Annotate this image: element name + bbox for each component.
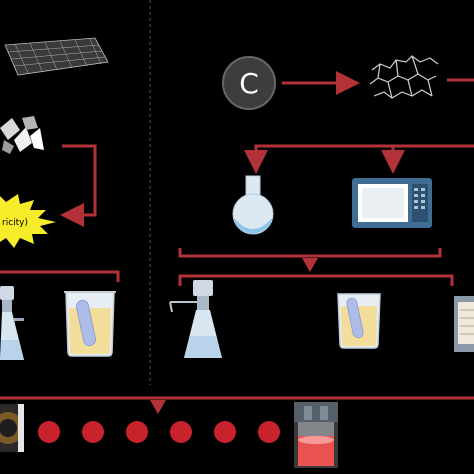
burst-label: ricity) [2,218,28,228]
bracket-right [178,274,454,286]
red-dot [258,421,280,443]
graphite-flakes-icon [0,116,44,154]
carbon-dots-molecule-icon [369,55,439,99]
electricity-burst-icon: ricity) [0,194,56,248]
red-dot [214,421,236,443]
red-dot [126,421,148,443]
red-dot [170,421,192,443]
graphene-sheet-icon [4,37,109,76]
round-bottom-flask-icon [232,175,274,235]
red-dot [38,421,60,443]
beaker-with-tube-icon [64,291,116,357]
bracket-left [0,270,120,282]
product-photo-icon [0,404,24,452]
arrow-flakes-to-burst [60,144,97,227]
fluorescent-solution-photo-icon [294,402,338,468]
vacuum-filtration-icon [169,280,222,358]
red-dot [82,421,104,443]
carbon-atom-icon: C [222,56,276,110]
carbon-symbol: C [239,67,259,100]
merge-arrow-head [302,258,318,272]
oven-icon [454,296,474,352]
merge-bracket [178,248,442,258]
bottom-arrow-head [150,400,166,414]
vacuum-filtration-icon [0,286,24,360]
dot-row [38,421,280,443]
beaker-with-tube-icon [337,293,381,349]
microwave-oven-icon [352,178,432,228]
arrow-split [244,144,474,174]
